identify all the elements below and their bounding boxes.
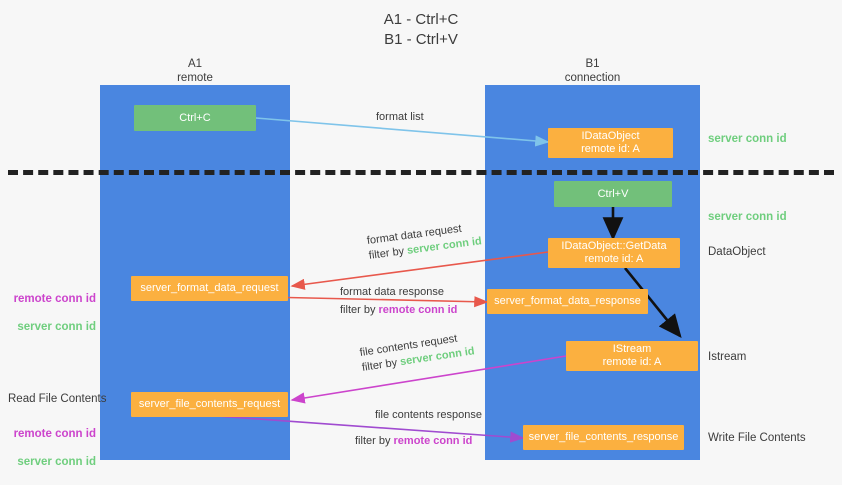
- label-remote-conn-id-1: remote conn id: [13, 293, 96, 305]
- edge-label-format-data-response-filter: filter by remote conn id: [340, 304, 458, 316]
- label-server-conn-id-left-1: server conn id: [17, 321, 96, 333]
- divider-dashed-line: [8, 170, 834, 175]
- edge-label-format-list: format list: [376, 111, 424, 123]
- label-dataobject: DataObject: [708, 246, 766, 258]
- label-server-conn-id-top: server conn id: [708, 133, 787, 145]
- box-idataobject-getdata[interactable]: IDataObject::GetData remote id: A: [548, 238, 680, 268]
- box-server-format-data-response[interactable]: server_format_data_response: [487, 289, 648, 314]
- edge-label-format-data-response-text: format data response: [340, 286, 444, 298]
- edge-label-format-data-response: format data response filter by remote co…: [340, 285, 457, 318]
- label-left-conn-ids-file: remote conn id server conn id: [8, 413, 96, 483]
- edge-label-file-contents-response-filter: filter by remote conn id: [355, 435, 473, 447]
- edge-label-file-contents-response: file contents response: [375, 408, 482, 423]
- label-remote-conn-id-2: remote conn id: [13, 428, 96, 440]
- page-title: A1 - Ctrl+C B1 - Ctrl+V: [383, 11, 459, 48]
- box-server-file-contents-request[interactable]: server_file_contents_request: [131, 392, 288, 417]
- label-write-file-contents: Write File Contents: [708, 432, 806, 444]
- edge-label-file-contents-response-text: file contents response: [375, 409, 483, 421]
- box-ctrl-c[interactable]: Ctrl+C: [134, 105, 256, 131]
- box-server-format-data-request[interactable]: server_format_data_request: [131, 276, 288, 301]
- label-istream: Istream: [708, 351, 747, 363]
- box-istream[interactable]: IStream remote id: A: [566, 341, 698, 371]
- label-server-conn-id-getdata: server conn id: [708, 211, 787, 223]
- box-idataobject[interactable]: IDataObject remote id: A: [548, 128, 673, 158]
- box-ctrl-v[interactable]: Ctrl+V: [554, 181, 672, 207]
- edge-label-file-contents-request: file contents request filter by server c…: [359, 329, 476, 375]
- column-header-a1: A1 remote: [177, 58, 213, 84]
- label-server-conn-id-left-2: server conn id: [17, 456, 96, 468]
- label-left-conn-ids-format: remote conn id server conn id: [8, 278, 96, 348]
- column-header-b1: B1 connection: [564, 58, 621, 84]
- edge-label-format-data-request: format data request filter by server con…: [366, 219, 483, 264]
- label-read-file-contents: Read File Contents: [8, 393, 107, 405]
- box-server-file-contents-response[interactable]: server_file_contents_response: [523, 425, 684, 450]
